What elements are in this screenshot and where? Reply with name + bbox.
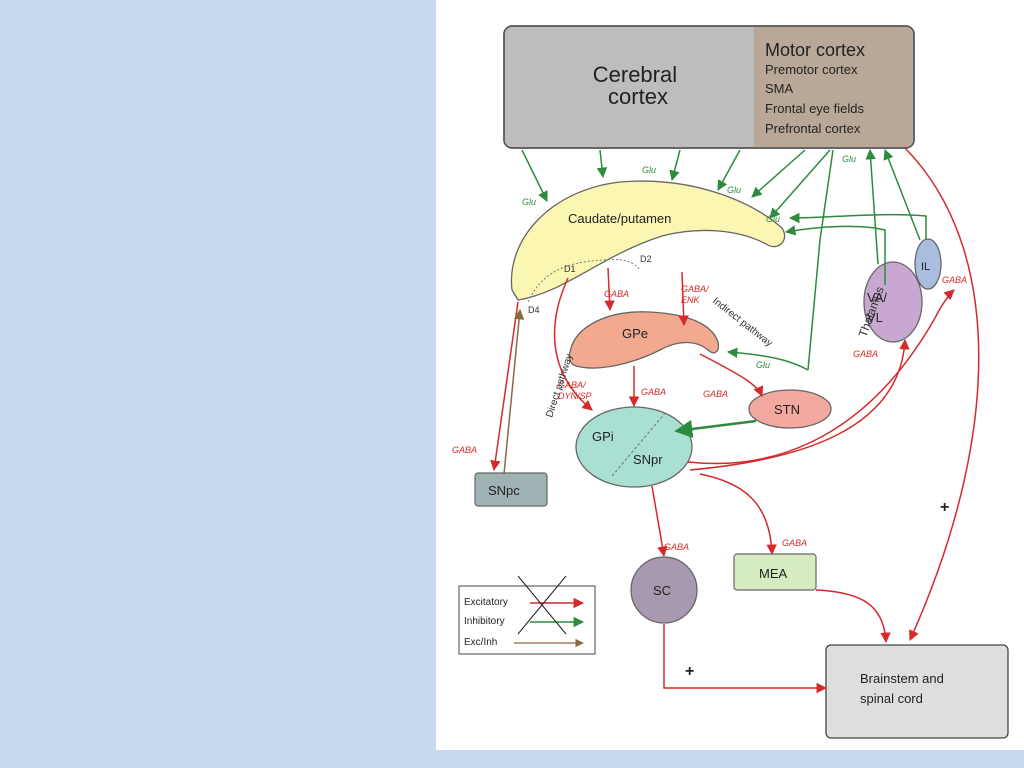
- gpe-label: GPe: [622, 326, 648, 341]
- gaba-dyn-label: GABA/ DYN/SP: [558, 380, 592, 401]
- gaba-label-thalamus-1: GABA: [942, 275, 967, 285]
- nigrostriatal-arrow: [503, 308, 525, 475]
- snpc-label: SNpc: [488, 483, 520, 498]
- stn-label: STN: [774, 402, 800, 417]
- vavl-shape: [863, 261, 923, 343]
- motor-cortex-title: Motor cortex: [765, 40, 865, 60]
- receptor-d4: D4: [528, 305, 540, 315]
- plus-sign-bottom: +: [685, 663, 694, 680]
- sc-label: SC: [653, 583, 671, 598]
- glu-label-1: Glu: [522, 197, 536, 207]
- snpc-box: [474, 472, 548, 507]
- excitatory-arrows: [521, 148, 927, 438]
- legend: Excitatory Inhibitory Exc/Inh: [458, 575, 596, 655]
- legend-excitatory: Excitatory: [464, 597, 508, 608]
- gaba-label-mea: GABA: [782, 538, 807, 548]
- stn-shape: [748, 389, 832, 429]
- gaba-label-stn: GABA: [703, 389, 728, 399]
- gaba-label-gpi: GABA: [641, 387, 666, 397]
- legend-inhibitory: Inhibitory: [464, 616, 505, 627]
- motor-cortex-list: Premotor cortex SMA Frontal eye fields P…: [765, 62, 868, 136]
- il-shape: [914, 238, 942, 290]
- snpr-label: SNpr: [633, 452, 663, 467]
- gpi-label: GPi: [592, 429, 614, 444]
- gaba-label-snpc: GABA: [452, 445, 477, 455]
- cortex-box: [503, 25, 915, 149]
- brainstem-label: Brainstem and spinal cord: [860, 671, 947, 706]
- gaba-label-gpe: GABA: [604, 289, 629, 299]
- gaba-label-sc: GABA: [664, 542, 689, 552]
- il-label: IL: [921, 261, 930, 273]
- inhibitory-arrows: [490, 147, 980, 694]
- receptor-d2: D2: [640, 254, 652, 264]
- vavl-label: VA/ VL: [867, 290, 891, 325]
- glu-label-5: Glu: [842, 154, 856, 164]
- plus-sign-right: +: [940, 499, 949, 516]
- glu-label-4: Glu: [766, 214, 780, 224]
- gaba-label-thalamus-2: GABA: [853, 349, 878, 359]
- cerebral-cortex-label: Cerebral cortex: [593, 62, 684, 109]
- receptor-curve: [527, 259, 641, 303]
- glu-label-2: Glu: [642, 165, 656, 175]
- indirect-pathway-label: Indirect pathway: [710, 296, 774, 350]
- receptor-d1: D1: [564, 264, 576, 274]
- glu-label-6: Glu: [756, 360, 770, 370]
- gaba-enk-label: GABA/ ENK: [681, 284, 711, 305]
- gpi-snpr-shape: [575, 406, 693, 488]
- caudate-putamen-label: Caudate/putamen: [568, 211, 671, 226]
- caudate-putamen-shape: [510, 180, 786, 301]
- legend-exc-inh: Exc/Inh: [464, 637, 497, 648]
- glu-label-3: Glu: [727, 185, 741, 195]
- mea-label: MEA: [759, 566, 788, 581]
